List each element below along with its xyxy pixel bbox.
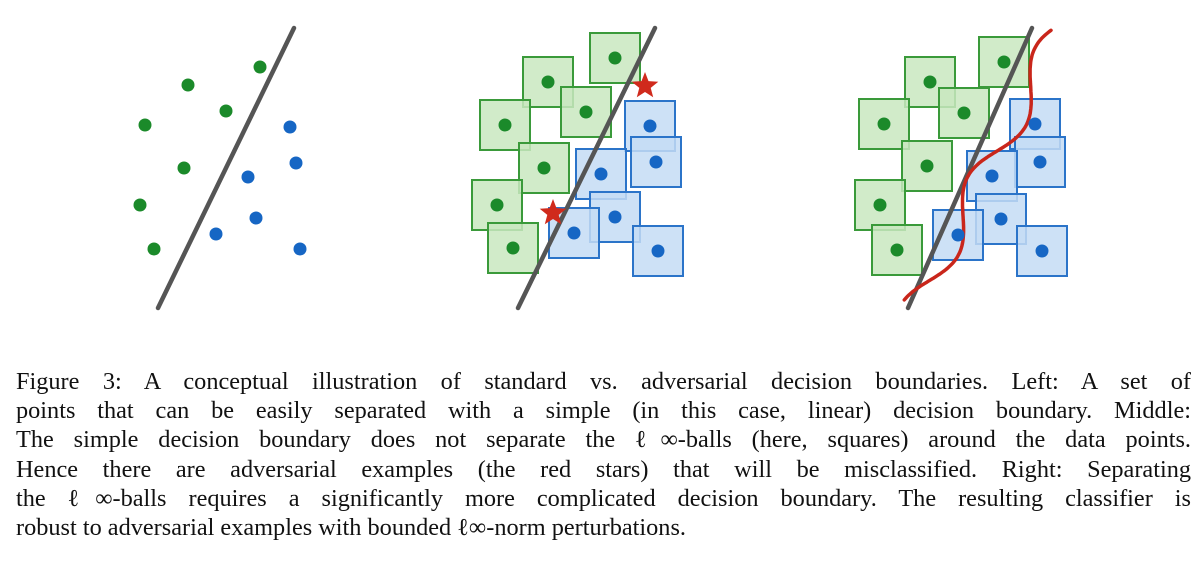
blue-point <box>1035 244 1049 258</box>
green-point <box>923 75 937 89</box>
green-point <box>957 106 971 120</box>
blue-point <box>643 119 657 133</box>
caption-line: Figure 3: A conceptual illustration of s… <box>16 368 1191 395</box>
blue-point <box>985 169 999 183</box>
green-point <box>873 198 887 212</box>
panel-middle <box>471 25 684 311</box>
green-point <box>490 198 504 212</box>
adversarial-star-icon <box>539 199 567 225</box>
blue-point <box>1028 117 1042 131</box>
blue-point <box>209 227 223 241</box>
caption-line: points that can be easily separated with… <box>16 397 1191 425</box>
green-point <box>498 118 512 132</box>
green-point <box>541 75 555 89</box>
green-point <box>133 198 147 212</box>
blue-point <box>594 167 608 181</box>
green-point <box>579 105 593 119</box>
green-point <box>608 51 622 65</box>
green-point <box>877 117 891 131</box>
green-point <box>253 60 267 74</box>
green-point <box>219 104 233 118</box>
green-point <box>537 161 551 175</box>
blue-point <box>249 211 263 225</box>
figure-illustration <box>133 25 1068 311</box>
green-point <box>997 55 1011 69</box>
blue-point <box>283 120 297 134</box>
caption-line: Hence there are adversarial examples (th… <box>16 455 1191 483</box>
panel-left <box>133 25 307 311</box>
blue-point <box>293 242 307 256</box>
blue-point <box>289 156 303 170</box>
figure-caption: Figure 3: A conceptual illustration of s… <box>16 367 1191 542</box>
green-point <box>506 241 520 255</box>
green-point <box>138 118 152 132</box>
blue-point <box>241 170 255 184</box>
green-point <box>181 78 195 92</box>
decision-boundary-line <box>155 25 297 311</box>
blue-point <box>608 210 622 224</box>
caption-line: The simple decision boundary does not se… <box>16 426 1191 454</box>
green-point <box>920 159 934 173</box>
blue-point <box>951 228 965 242</box>
blue-point <box>1033 155 1047 169</box>
blue-point <box>651 244 665 258</box>
caption-line: the ℓ∞-balls requires a significantly mo… <box>16 484 1191 512</box>
figure-canvas <box>133 25 1068 311</box>
blue-point <box>567 226 581 240</box>
decision-boundary-line <box>905 25 1035 311</box>
adversarial-star-icon <box>631 72 659 98</box>
blue-point <box>994 212 1008 226</box>
green-point <box>890 243 904 257</box>
green-point <box>147 242 161 256</box>
green-point <box>177 161 191 175</box>
decision-boundary-line <box>515 25 658 311</box>
robust-decision-boundary <box>902 28 1053 302</box>
blue-point <box>649 155 663 169</box>
caption-line: robust to adversarial examples with boun… <box>16 514 686 542</box>
panel-right <box>854 25 1068 311</box>
